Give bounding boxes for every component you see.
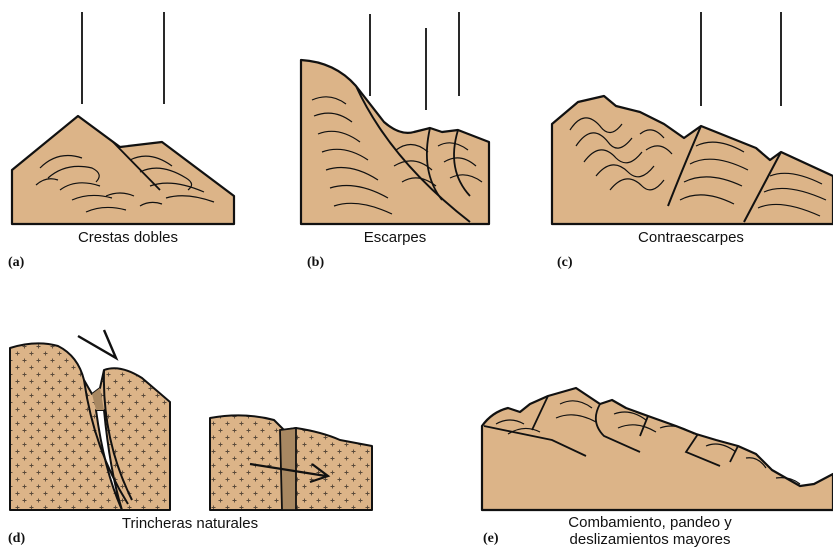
panel-tag-d: (d) bbox=[8, 531, 25, 547]
caption-counterscarps: Contraescarpes bbox=[560, 229, 822, 246]
scarp-body bbox=[301, 60, 489, 224]
caption-sagging-landslides: Combamiento, pandeo y deslizamientos may… bbox=[530, 514, 770, 548]
caption-line-2: deslizamientos mayores bbox=[530, 531, 770, 548]
panel-d-natural-trenches bbox=[10, 330, 372, 510]
panel-b-scarps bbox=[301, 12, 489, 224]
ridge-body bbox=[12, 116, 234, 224]
panel-e-sagging-landslides bbox=[482, 388, 833, 510]
panel-tag-b: (b) bbox=[307, 255, 324, 271]
hillslope-body bbox=[482, 388, 833, 510]
counterscarp-body bbox=[552, 96, 833, 224]
slip-arrow bbox=[78, 330, 116, 358]
panel-a-double-crests bbox=[12, 12, 234, 224]
panel-tag-e: (e) bbox=[483, 531, 499, 547]
panel-tag-c: (c) bbox=[557, 255, 573, 271]
left-rock-block bbox=[10, 343, 170, 510]
caption-scarps: Escarpes bbox=[300, 229, 490, 246]
caption-double-crests: Crestas dobles bbox=[40, 229, 216, 246]
caption-line-1: Combamiento, pandeo y bbox=[530, 514, 770, 531]
panel-c-counterscarps bbox=[552, 12, 833, 224]
panel-tag-a: (a) bbox=[8, 255, 24, 271]
caption-natural-trenches: Trincheras naturales bbox=[90, 515, 290, 532]
